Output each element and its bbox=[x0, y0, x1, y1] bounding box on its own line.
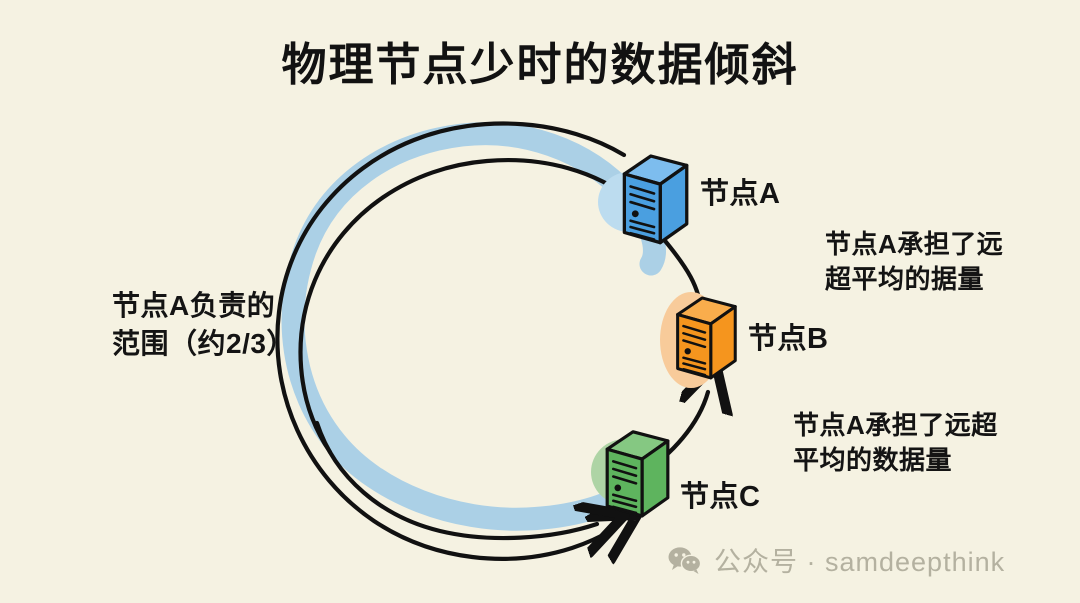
ring-outline-outer bbox=[275, 121, 624, 559]
node-b-label: 节点B bbox=[748, 323, 829, 355]
annotation-node-a-load-top: 节点A承担了远 超平均的据量 bbox=[825, 229, 1004, 294]
node-c-icon[interactable] bbox=[605, 430, 670, 518]
ring-outline-inner bbox=[298, 158, 633, 455]
node-a-label: 节点A bbox=[700, 178, 781, 210]
wechat-icon bbox=[668, 546, 702, 574]
annotation-node-a-load-bottom: 节点A承担了远超 平均的数据量 bbox=[793, 410, 998, 475]
node-c-label: 节点C bbox=[680, 481, 761, 513]
ring-arrow-to-node-c bbox=[314, 420, 597, 538]
watermark-text: 公众号 · samdeepthink bbox=[714, 547, 1006, 577]
annotation-node-a-range: 节点A负责的 范围（约2/3） bbox=[112, 290, 295, 359]
node-b-icon[interactable] bbox=[676, 296, 737, 380]
node-a-icon[interactable] bbox=[622, 154, 689, 245]
watermark: 公众号 · samdeepthink bbox=[668, 540, 1005, 579]
range-band-node-a bbox=[281, 122, 666, 531]
page-title: 物理节点少时的数据倾斜 bbox=[281, 39, 799, 90]
